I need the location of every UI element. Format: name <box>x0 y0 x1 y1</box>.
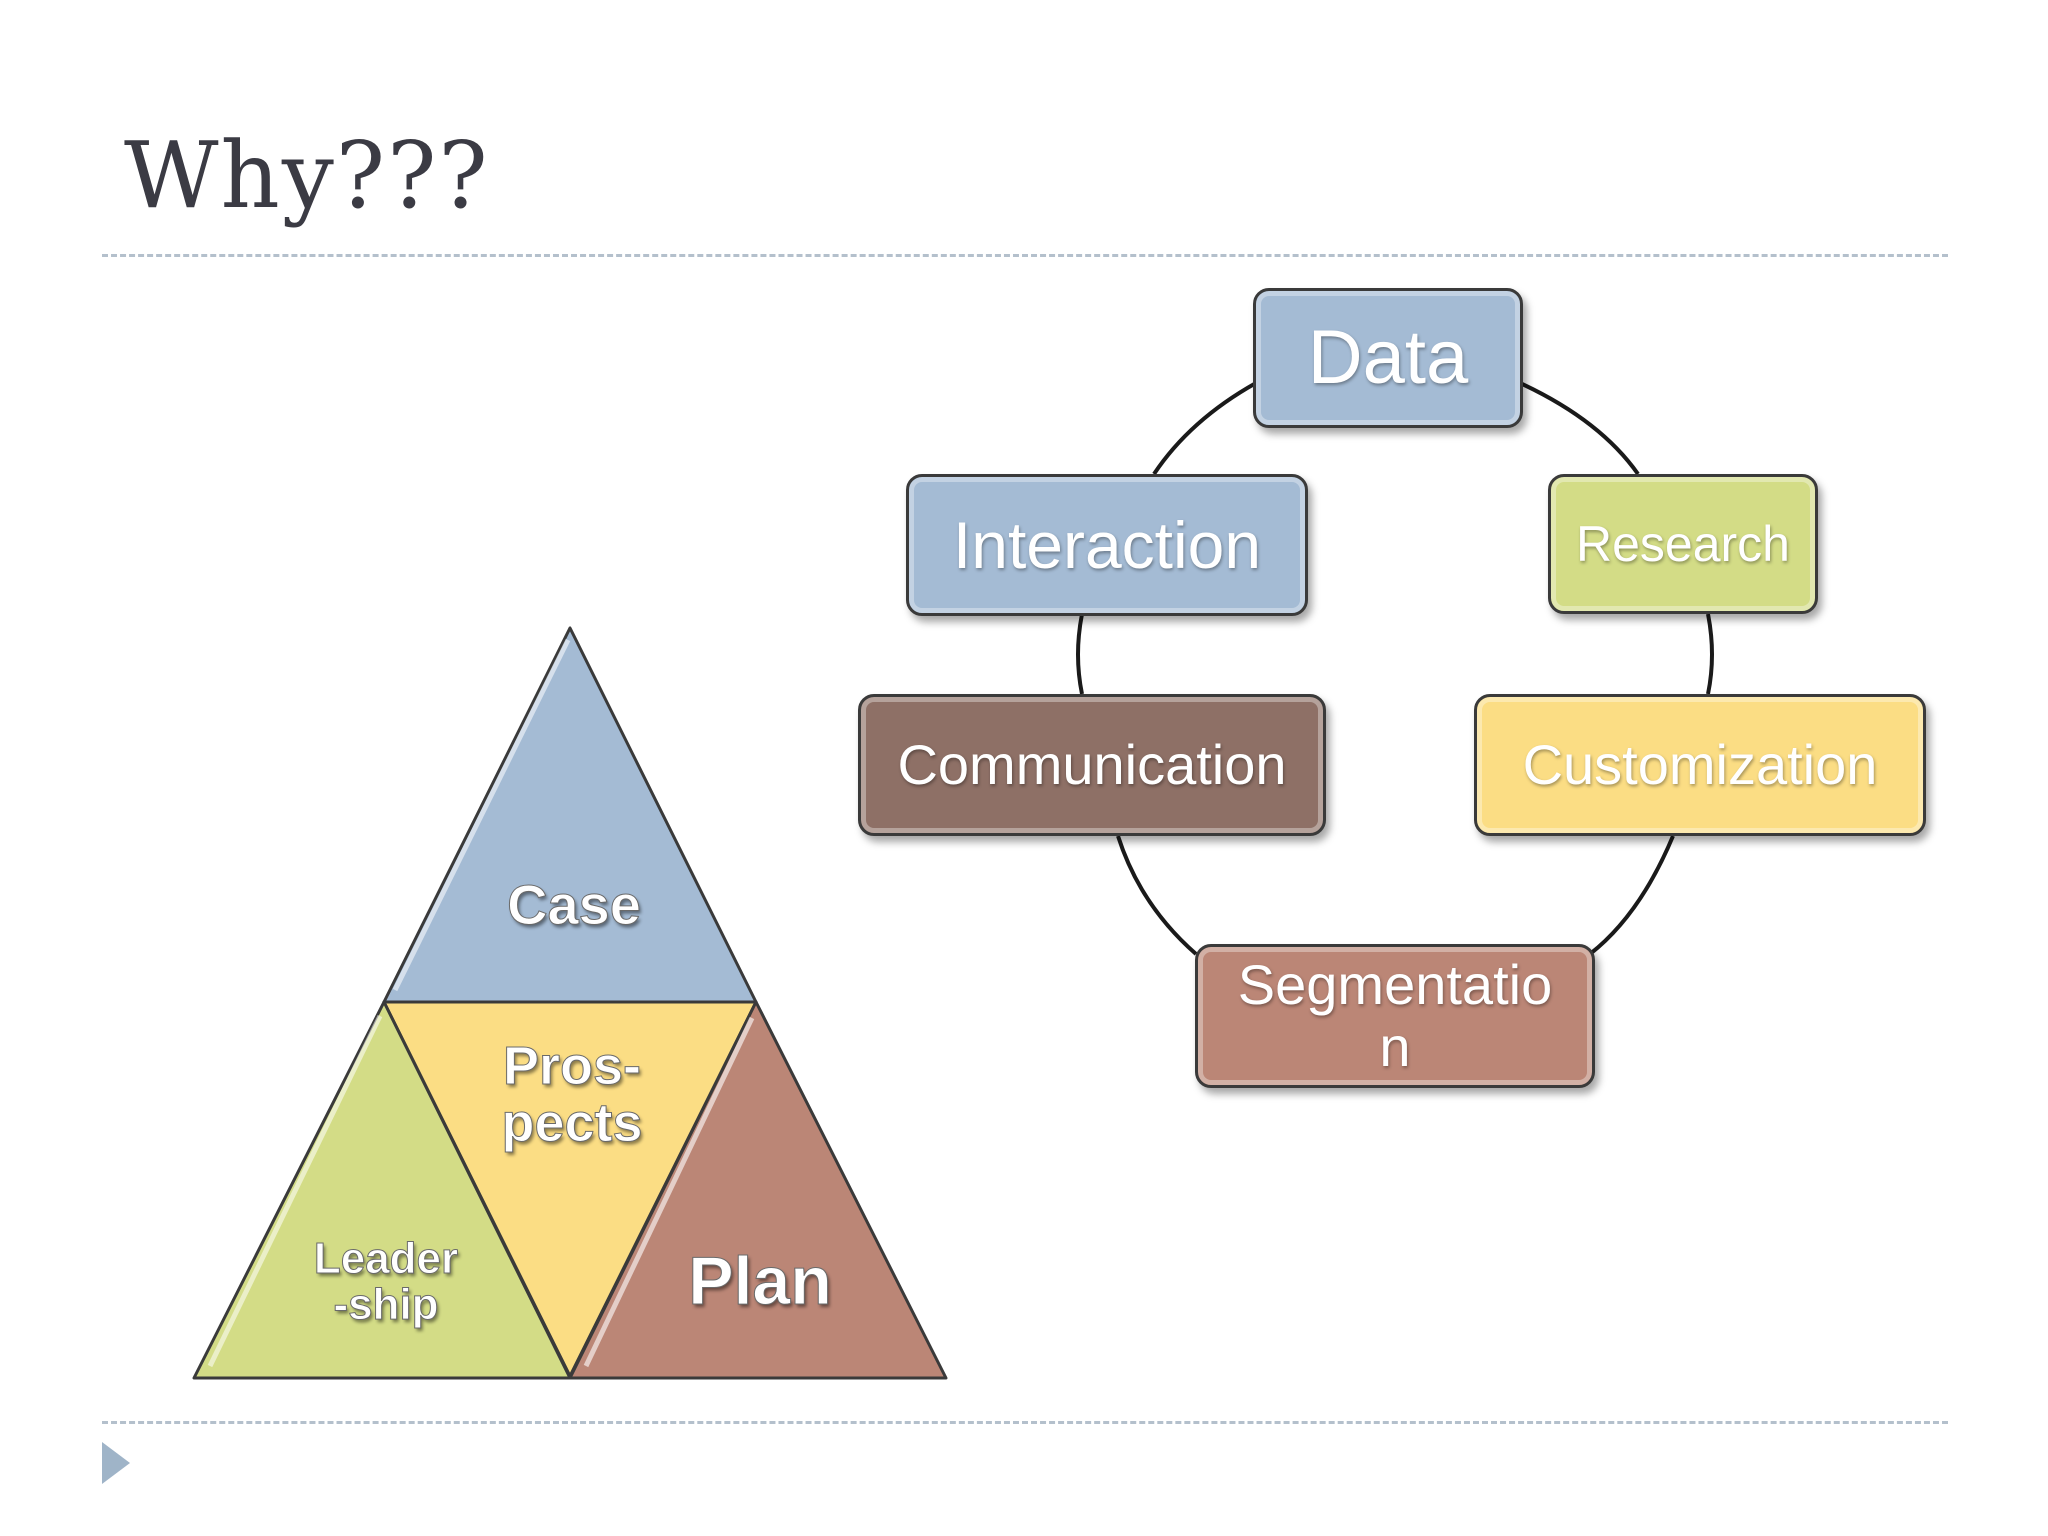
cycle-node-communication-label: Communication <box>897 733 1287 797</box>
slide-title: Why??? <box>124 122 490 229</box>
cycle-node-segmentation: Segmentatio n <box>1195 944 1595 1088</box>
bottom-divider <box>102 1421 1948 1424</box>
connector-data-research <box>1519 381 1640 476</box>
pyramid-label-plan: Plan <box>688 1243 833 1319</box>
pyramid-highlight-plan <box>583 1016 755 1368</box>
pyramid-highlight-case <box>392 638 571 992</box>
connector-communication-interaction <box>1076 613 1084 695</box>
pyramid-segment-leadership <box>192 1000 572 1380</box>
cycle-node-interaction-label: Interaction <box>952 507 1262 582</box>
pyramid-label-case: Case <box>507 873 642 936</box>
cycle-node-interaction: Interaction <box>906 474 1308 616</box>
cycle-node-data: Data <box>1253 288 1523 428</box>
top-divider <box>102 254 1948 257</box>
cycle-connectors <box>1076 381 1714 956</box>
cycle-node-customization: Customization <box>1474 694 1926 836</box>
pyramid-label-leadership: Leader -ship <box>313 1234 459 1330</box>
connector-interaction-data <box>1152 381 1257 476</box>
pyramid-graphic <box>192 626 948 1380</box>
connector-segmentation-communication <box>1116 835 1198 956</box>
cycle-node-research: Research <box>1548 474 1818 614</box>
pyramid-highlight-leadership <box>207 1014 383 1368</box>
connector-research-customization <box>1706 613 1714 695</box>
bullet-arrow-icon <box>102 1442 130 1484</box>
connector-customization-segmentation <box>1588 835 1675 956</box>
pyramid-segment-plan <box>568 1000 948 1380</box>
cycle-node-data-label: Data <box>1307 315 1469 401</box>
pyramid-label-prospects: Pros- pects <box>501 1036 643 1153</box>
cycle-node-segmentation-label: Segmentatio n <box>1237 953 1553 1078</box>
cycle-node-research-label: Research <box>1576 515 1790 572</box>
cycle-node-customization-label: Customization <box>1522 733 1878 797</box>
cycle-node-communication: Communication <box>858 694 1326 836</box>
pyramid-segment-case <box>382 626 758 1004</box>
